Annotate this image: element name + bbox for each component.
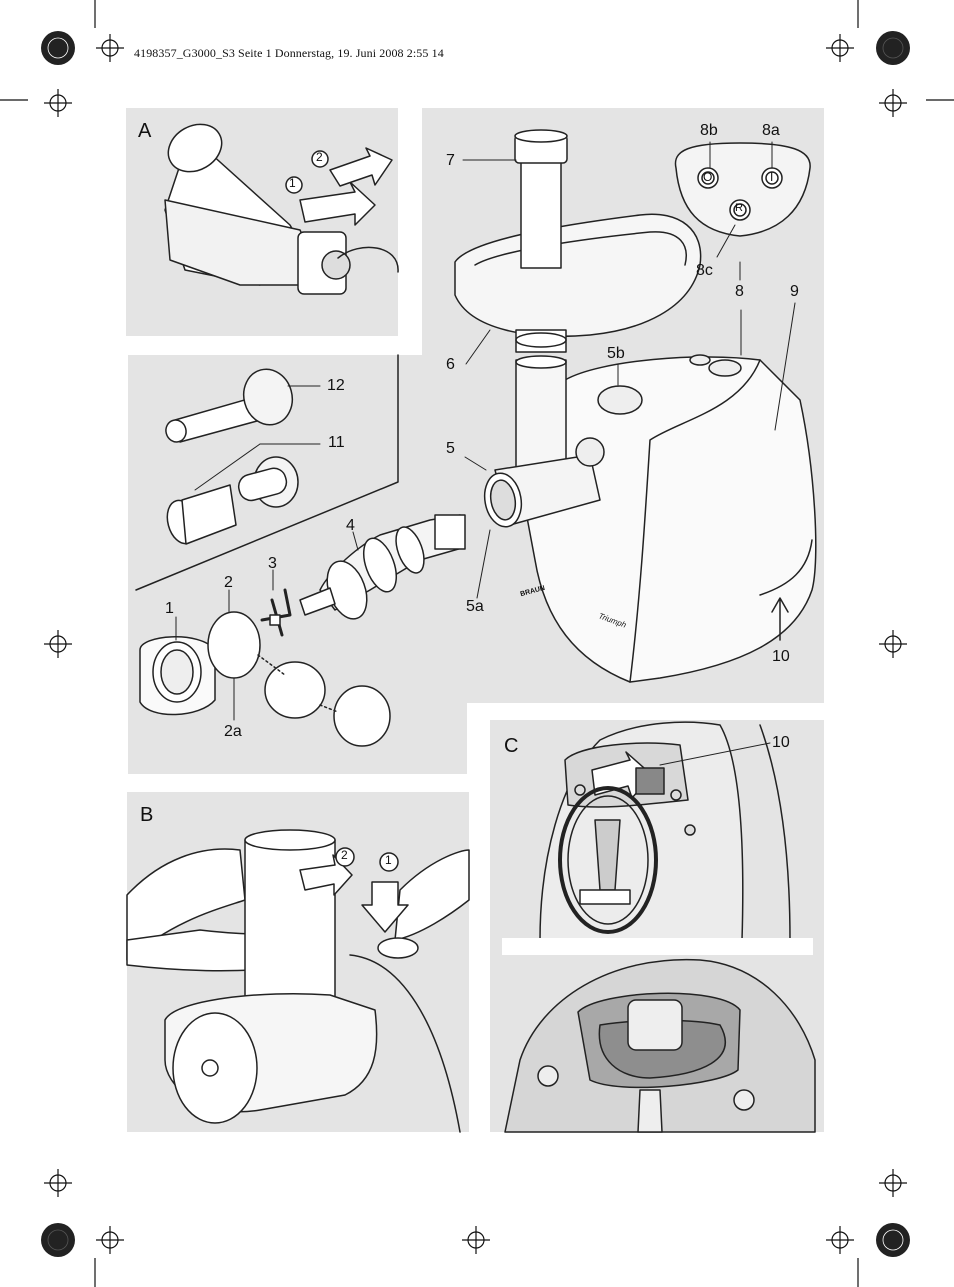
reg-target-bottom-center — [462, 1226, 490, 1254]
callout-10-panel-c: 10 — [772, 734, 790, 751]
panel-a-step-1: 1 — [289, 176, 296, 190]
parts-drawing — [135, 354, 466, 747]
panel-b-label: B — [140, 804, 154, 826]
callout-10: 10 — [772, 648, 790, 665]
panel-a-label: A — [138, 120, 152, 142]
callout-2: 2 — [224, 574, 233, 591]
reg-target-right-mid — [879, 630, 907, 658]
off-button-glyph: O — [703, 170, 713, 184]
callout-8: 8 — [735, 283, 744, 300]
reg-target-top-left-inner — [96, 34, 124, 62]
callout-4: 4 — [346, 517, 355, 534]
panel-b-step-1: 1 — [385, 853, 392, 867]
reg-target-top-right-inner — [826, 34, 854, 62]
callout-8c: 8c — [696, 262, 713, 279]
callout-5b: 5b — [607, 345, 625, 362]
reg-target-left-bottom — [44, 1169, 72, 1197]
meat-mincer-main-drawing — [454, 129, 817, 683]
on-button-glyph: I — [770, 170, 774, 184]
reg-target-left-top — [44, 89, 72, 117]
crosshair-mark-tl — [0, 0, 96, 101]
callout-9: 9 — [790, 283, 799, 300]
callout-3: 3 — [268, 555, 277, 572]
reg-target-bottom-right — [826, 1226, 854, 1254]
callout-8b: 8b — [700, 122, 718, 139]
print-slug: 4198357_G3000_S3 Seite 1 Donnerstag, 19.… — [134, 46, 444, 60]
starburst-mark-tr — [876, 31, 910, 65]
panel-b-step-2: 2 — [341, 848, 348, 862]
callout-5a: 5a — [466, 598, 484, 615]
starburst-mark-br — [876, 1223, 910, 1257]
callout-11: 11 — [328, 434, 345, 451]
callout-6: 6 — [446, 356, 455, 373]
panel-a-drawing — [164, 123, 399, 295]
callout-5: 5 — [446, 440, 455, 457]
reg-target-bottom-left — [96, 1226, 124, 1254]
starburst-mark-tl — [41, 31, 75, 65]
reg-target-right-bottom — [879, 1169, 907, 1197]
starburst-mark-bl — [41, 1223, 75, 1257]
callout-7: 7 — [446, 152, 455, 169]
panel-c-label: C — [504, 735, 519, 757]
panel-b-drawing — [126, 829, 470, 1133]
callout-12: 12 — [327, 377, 345, 394]
panel-a-step-2: 2 — [316, 150, 323, 164]
callout-8a: 8a — [762, 122, 780, 139]
reg-target-right-top — [879, 89, 907, 117]
reverse-button-glyph: R — [735, 202, 743, 214]
reg-target-left-mid — [44, 630, 72, 658]
leader-lines — [175, 141, 796, 766]
callout-2a: 2a — [224, 723, 242, 740]
panel-c-drawing — [502, 721, 816, 1133]
callout-1: 1 — [165, 600, 174, 617]
